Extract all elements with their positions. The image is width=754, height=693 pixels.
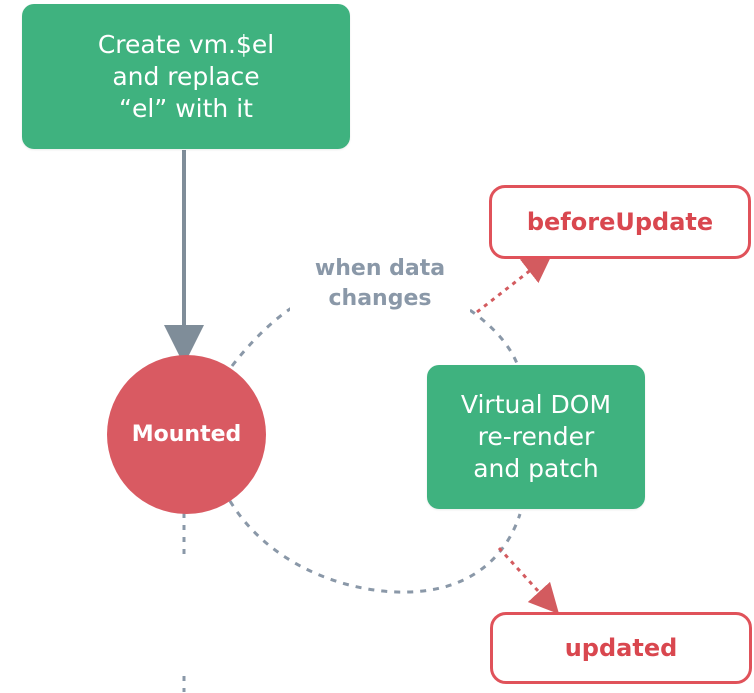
mounted-node: Mounted	[107, 355, 266, 514]
updated-hook: updated	[490, 612, 752, 684]
virtual-dom-rerender-step: Virtual DOM re-render and patch	[427, 365, 645, 509]
before-update-arrow	[476, 252, 553, 314]
create-vm-el-label: Create vm.$el and replace “el” with it	[97, 29, 275, 123]
update-loop-lower-arc	[228, 500, 522, 594]
before-update-hook: beforeUpdate	[489, 185, 751, 259]
create-vm-el-step: Create vm.$el and replace “el” with it	[22, 4, 350, 149]
update-loop-upper-arc	[230, 294, 315, 367]
virtual-dom-rerender-label: Virtual DOM re-render and patch	[460, 390, 612, 483]
updated-arrow	[497, 546, 560, 615]
mounted-label: Mounted	[131, 422, 242, 447]
updated-label: updated	[564, 634, 678, 662]
before-update-label: beforeUpdate	[526, 208, 714, 236]
loop-trigger-label: when data changes	[290, 254, 470, 314]
